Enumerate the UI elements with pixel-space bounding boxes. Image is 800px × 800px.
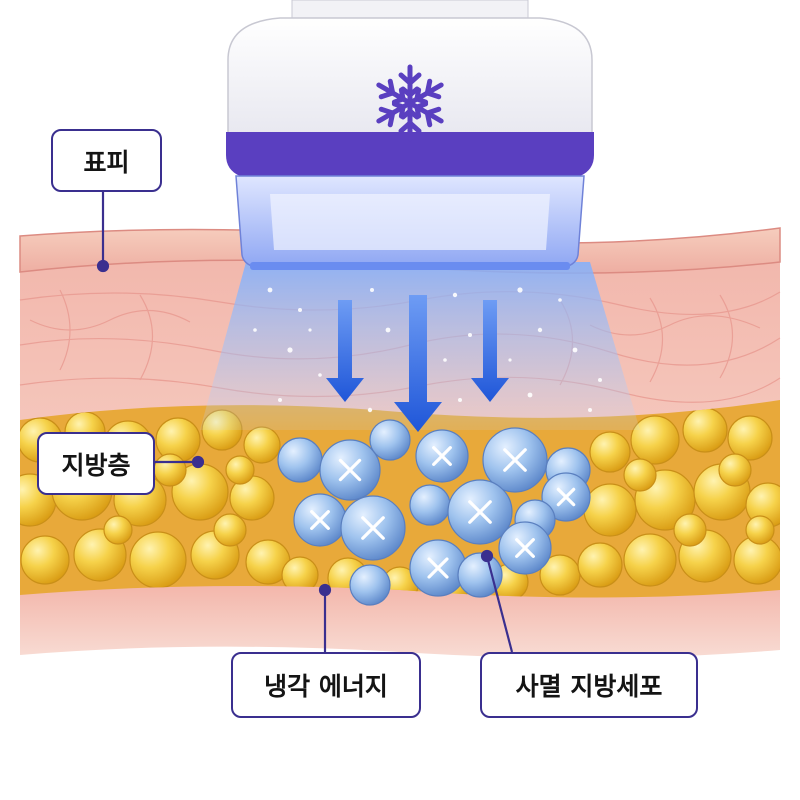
fat-cell [129, 531, 187, 589]
lower-tissue [20, 580, 780, 659]
frost-particle [517, 287, 523, 293]
frost-particle [452, 292, 458, 298]
frost-particle [367, 407, 373, 413]
label-dead-fat-cells: 사멸 지방세포 [480, 652, 698, 718]
fat-cell [583, 483, 637, 537]
frost-particle [537, 327, 543, 333]
fat-cell [682, 407, 728, 453]
x-mark-icon [515, 538, 535, 558]
frost-particle [267, 287, 273, 293]
frost-particle [298, 308, 302, 312]
fat-cell [673, 513, 707, 547]
frost-particle [308, 328, 312, 332]
label-fat-layer: 지방층 [37, 432, 155, 495]
frost-particle [287, 347, 293, 353]
dead-fat-cell [369, 419, 411, 461]
fat-cell [213, 513, 247, 547]
fat-cell [577, 542, 623, 588]
device-band [226, 132, 594, 176]
fat-cell [225, 455, 255, 485]
applicator-glow [250, 262, 570, 270]
fat-cell [727, 415, 773, 461]
frost-particle [558, 298, 562, 302]
label-epidermis: 표피 [51, 129, 162, 192]
leader-fat [155, 455, 205, 469]
fat-cell [153, 453, 187, 487]
leader-cooling [318, 583, 332, 652]
frost-particle [278, 398, 282, 402]
fat-cell [623, 533, 677, 587]
frost-particle [598, 378, 602, 382]
x-mark-icon [503, 448, 527, 472]
frost-particle [468, 333, 472, 337]
frost-particle [508, 358, 512, 362]
frost-particle [572, 347, 578, 353]
x-mark-icon [427, 557, 449, 579]
leader-dead-cells [480, 549, 514, 653]
fat-cell [103, 515, 133, 545]
x-mark-icon [468, 500, 492, 524]
frost-particle [443, 358, 447, 362]
fat-cell [630, 415, 680, 465]
arrow-center [394, 295, 442, 432]
frost-particle [318, 373, 322, 377]
dead-fat-cells [277, 419, 591, 606]
dead-fat-cell [349, 564, 391, 606]
x-mark-icon [361, 516, 385, 540]
label-cooling-energy: 냉각 에너지 [231, 652, 421, 718]
frost-particle [253, 328, 257, 332]
x-mark-icon [310, 510, 330, 530]
leader-epidermis [96, 192, 110, 273]
cryo-device [226, 0, 594, 270]
frost-particle [370, 288, 374, 292]
leader-lines [96, 192, 514, 653]
frost-particle [458, 398, 462, 402]
snowflake-icon [374, 64, 445, 139]
frost-particle [588, 408, 592, 412]
x-mark-icon [556, 487, 576, 507]
frost-particle [385, 327, 391, 333]
dead-fat-cell [277, 437, 323, 483]
fat-cell [243, 426, 281, 464]
applicator-inner [270, 194, 550, 250]
cooling-arrows [326, 295, 509, 432]
dead-fat-cell [409, 484, 451, 526]
x-mark-icon [432, 446, 452, 466]
dead-fat-cell [457, 552, 503, 598]
fat-layer [20, 400, 780, 598]
fat-cell [589, 431, 631, 473]
fat-cell [623, 458, 657, 492]
fat-cell [745, 515, 775, 545]
fat-cell [20, 535, 70, 585]
x-mark-icon [338, 458, 362, 482]
fat-cell [718, 453, 752, 487]
frost-particles [253, 287, 602, 413]
frost-particle [527, 392, 533, 398]
arrow-right [471, 300, 509, 402]
arrow-left [326, 300, 364, 402]
